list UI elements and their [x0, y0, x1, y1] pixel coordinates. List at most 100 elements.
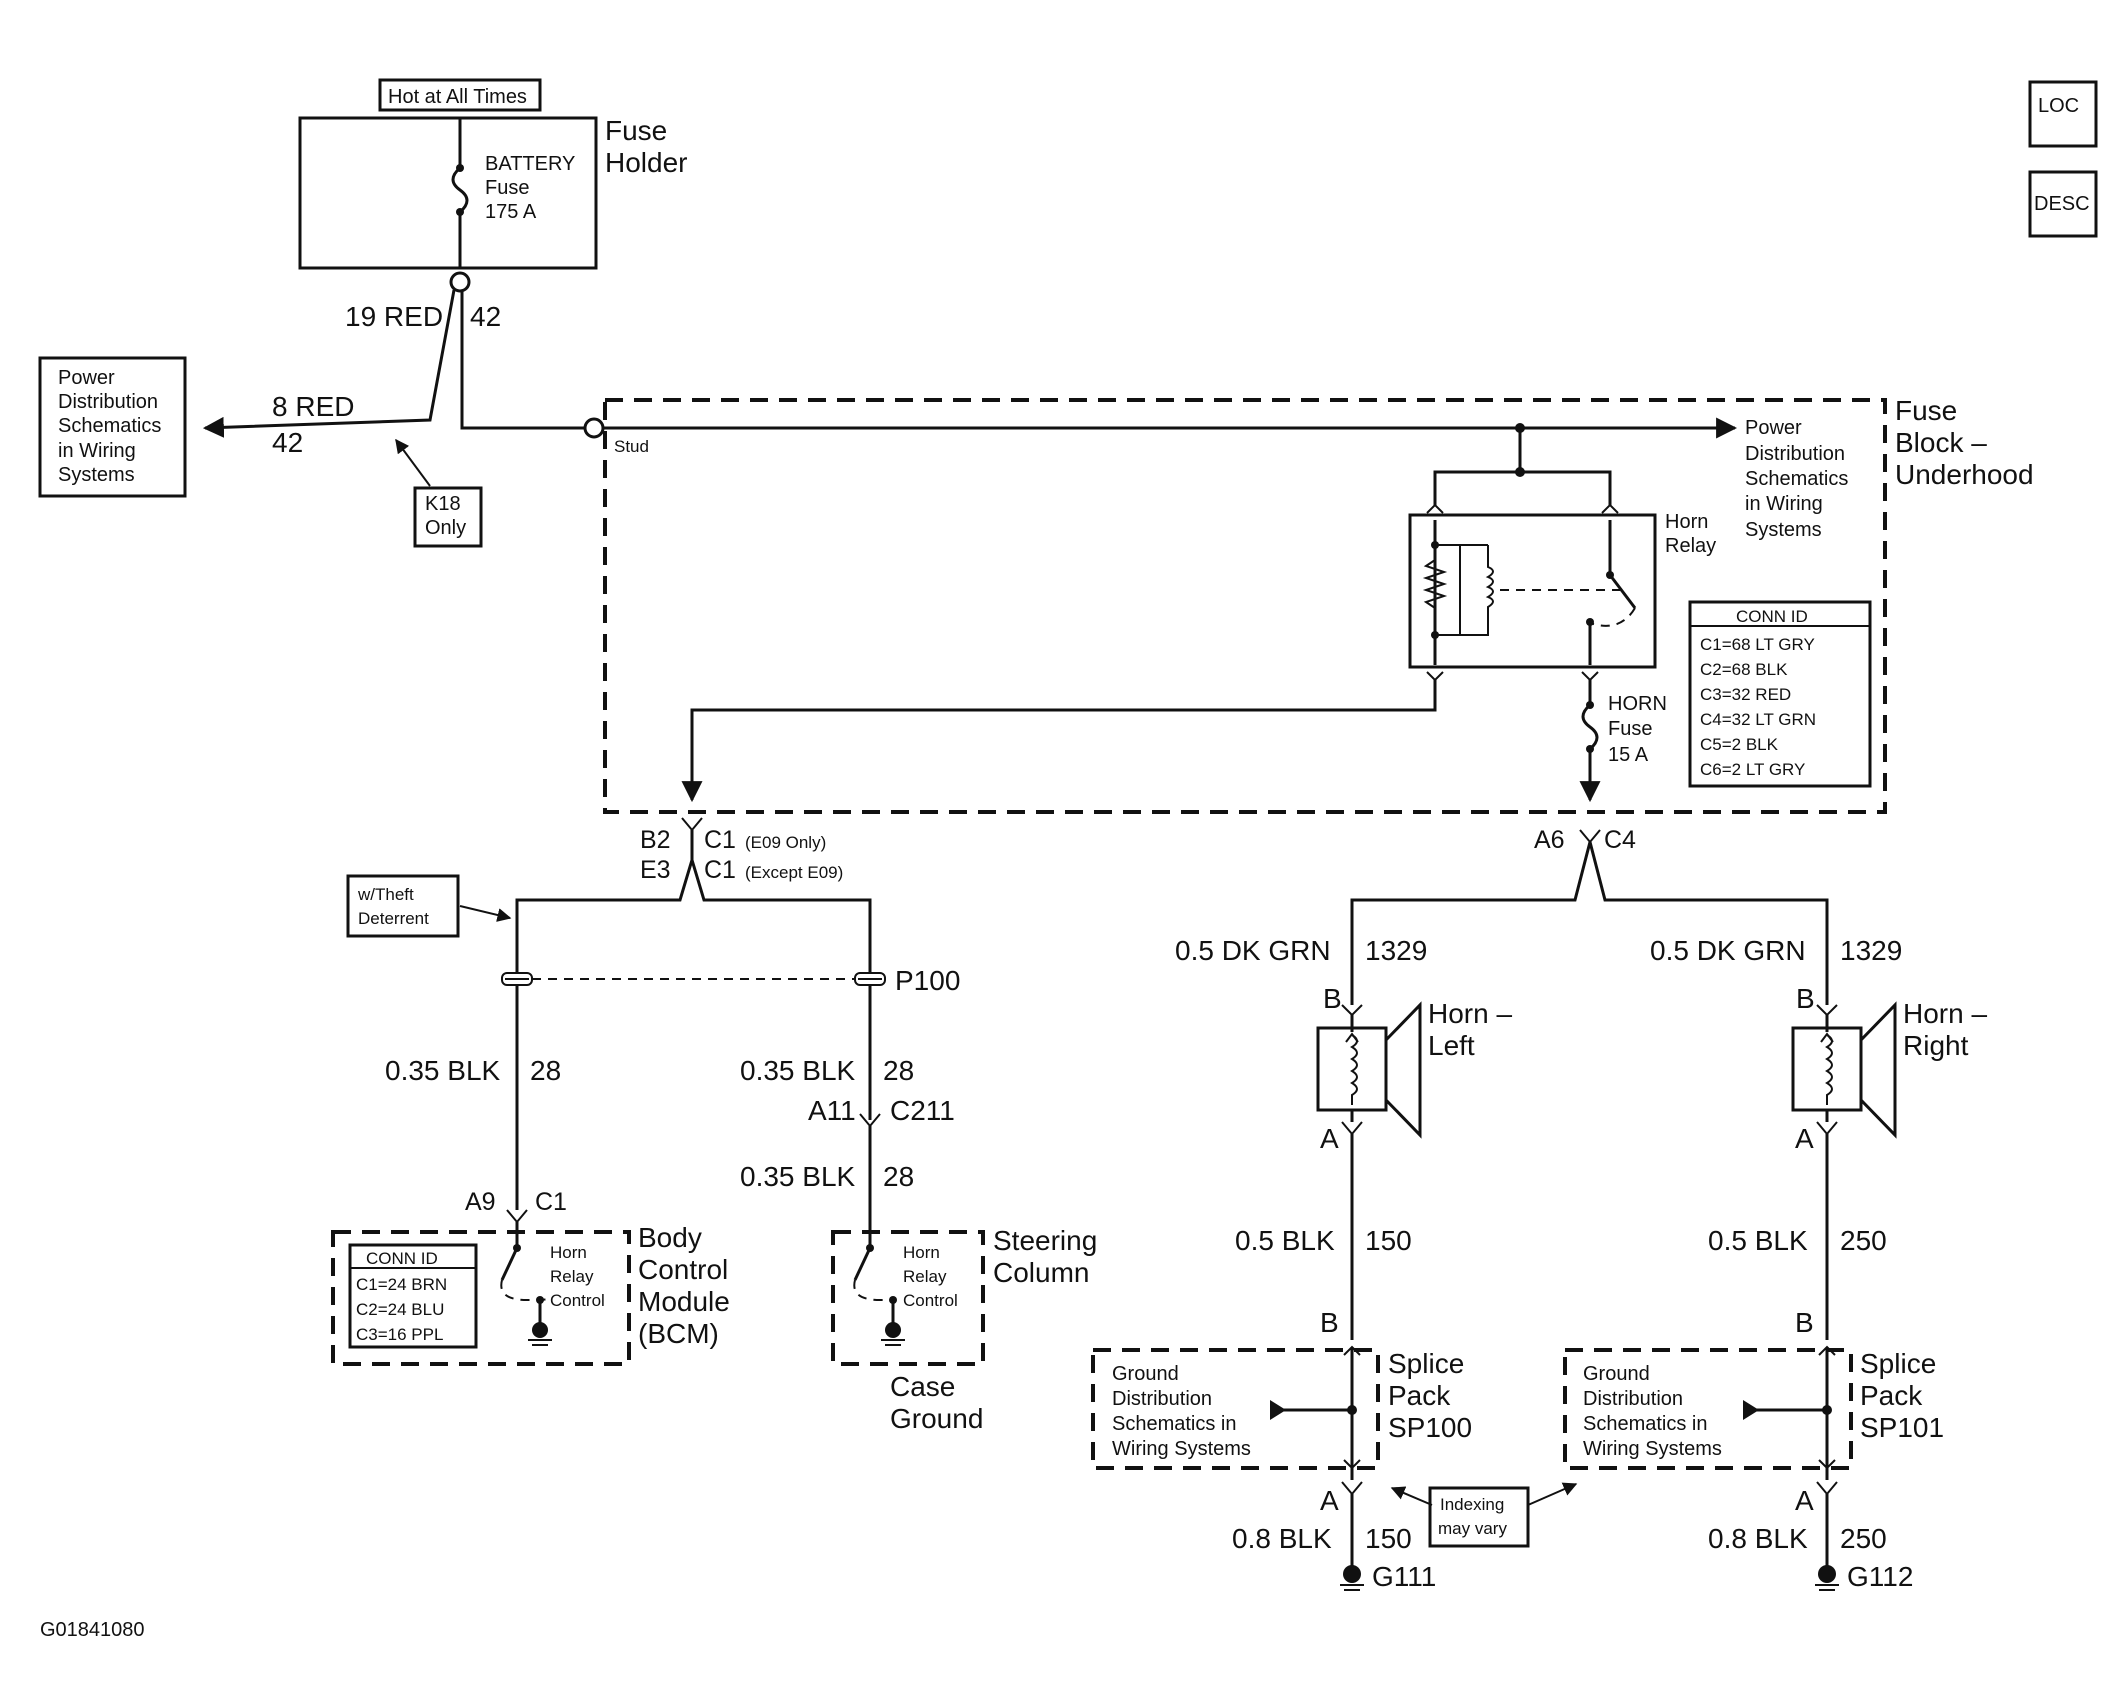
- ground-dist-right-line2: Distribution: [1583, 1388, 1683, 1410]
- power-left-line2: Distribution: [58, 391, 158, 413]
- note-except-e09: (Except E09): [745, 863, 843, 882]
- loc-icon[interactable]: LOC: [2028, 80, 2098, 148]
- splice-right-pin-b: B: [1795, 1307, 1814, 1338]
- indexing-note: Indexing may vary: [1390, 1482, 1578, 1548]
- wire-05-dk-grn: 0.5 DK GRN: [1175, 935, 1331, 966]
- pin-a11: A11: [808, 1095, 856, 1126]
- relay-coil-icon: [1460, 545, 1494, 636]
- horn-fuse-label: HORN: [1608, 693, 1667, 715]
- wire-250: 250: [1840, 1523, 1887, 1554]
- horn-left-name: Horn –: [1428, 998, 1512, 1029]
- case-ground-label: Case: [890, 1371, 955, 1402]
- note-e09-only: (E09 Only): [745, 833, 826, 852]
- power-left-line5: Systems: [58, 464, 135, 486]
- horn-left-icon: [1384, 1001, 1422, 1139]
- k18-only-note: K18 Only: [395, 438, 483, 548]
- case-ground-icon: [885, 1322, 901, 1338]
- pin-a9: A9: [465, 1188, 496, 1216]
- horn-fuse-icon: [1581, 703, 1599, 751]
- fuse-holder-name: Fuse: [605, 115, 667, 146]
- wire-150: 150: [1365, 1225, 1412, 1256]
- fuse-block-conn-id-table: CONN ID C1=68 LT GRY C2=68 BLK C3=32 RED…: [1688, 600, 1872, 788]
- bcm-ctrl-label-2: Relay: [550, 1267, 594, 1286]
- fuse-block-name-2: Block –: [1895, 427, 1987, 458]
- fuse-block-name: Fuse: [1895, 395, 1957, 426]
- splice-left-name-3: SP100: [1388, 1412, 1472, 1443]
- k18-line2: Only: [425, 517, 466, 539]
- splice-left-name-2: Pack: [1388, 1380, 1451, 1411]
- horn-right-pin-a: A: [1795, 1123, 1814, 1154]
- body-control-module: CONN ID C1=24 BRN C2=24 BLU C3=16 PPL Ho…: [331, 1222, 730, 1366]
- wire-035-blk: 0.35 BLK: [385, 1055, 501, 1086]
- bcm-ctrl-label-3: Control: [550, 1291, 605, 1310]
- splice-left-name: Splice: [1388, 1348, 1464, 1379]
- case-ground-label-2: Ground: [890, 1403, 983, 1434]
- conn-id-item: C4=32 LT GRN: [1700, 710, 1816, 729]
- power-right-line4: in Wiring: [1745, 493, 1823, 515]
- wire-035-blk: 0.35 BLK: [740, 1161, 856, 1192]
- horn-fuse-rating: 15 A: [1608, 744, 1649, 766]
- horn-right-name-2: Right: [1903, 1030, 1969, 1061]
- indexing-line2: may vary: [1438, 1519, 1507, 1538]
- bcm-ctrl-label: Horn: [550, 1243, 587, 1262]
- wire-28: 28: [530, 1055, 561, 1086]
- theft-deterrent-note: w/Theft Deterrent: [346, 874, 512, 938]
- loc-label: LOC: [2038, 95, 2079, 117]
- fuse-holder-name-2: Holder: [605, 147, 687, 178]
- k18-line1: K18: [425, 493, 461, 515]
- power-left-line3: Schematics: [58, 415, 161, 437]
- theft-line1: w/Theft: [357, 885, 414, 904]
- pin-a6: A6: [1534, 826, 1565, 854]
- power-right-line1: Power: [1745, 417, 1802, 439]
- conn-id-item: C5=2 BLK: [1700, 735, 1779, 754]
- steering-switch-icon: [853, 1247, 872, 1281]
- horn-left-pin-b: B: [1323, 983, 1342, 1014]
- connector-c4: C4: [1604, 826, 1636, 854]
- figure-code: G01841080: [40, 1619, 145, 1641]
- bcm-ground-icon: [532, 1322, 548, 1338]
- horn-relay-label-2: Relay: [1665, 535, 1716, 557]
- horn-relay: Horn Relay: [1408, 503, 1716, 682]
- wire-28: 28: [883, 1161, 914, 1192]
- ground-g111-icon: [1343, 1565, 1361, 1583]
- bcm-conn-id-item: C1=24 BRN: [356, 1275, 447, 1294]
- ground-dist-left-line1: Ground: [1112, 1363, 1179, 1385]
- stud-terminal: [583, 417, 605, 439]
- horn-fuse: HORN Fuse 15 A: [1579, 680, 1667, 803]
- stud-label: Stud: [614, 437, 649, 456]
- bcm-conn-id-item: C2=24 BLU: [356, 1300, 444, 1319]
- ground-dist-right-line4: Wiring Systems: [1583, 1438, 1722, 1460]
- ground-dist-left-line2: Distribution: [1112, 1388, 1212, 1410]
- horn-right-pin-b: B: [1796, 983, 1815, 1014]
- steering-ctrl-label-2: Relay: [903, 1267, 947, 1286]
- ground-dist-left-line4: Wiring Systems: [1112, 1438, 1251, 1460]
- splice-left-pin-a: A: [1320, 1485, 1339, 1516]
- splice-right-name-3: SP101: [1860, 1412, 1944, 1443]
- splice-right-pin-a: A: [1795, 1485, 1814, 1516]
- steering-name: Steering: [993, 1225, 1097, 1256]
- hot-at-all-times-label: Hot at All Times: [388, 86, 527, 108]
- splice-right-name-2: Pack: [1860, 1380, 1923, 1411]
- battery-fuse-label: BATTERY: [485, 153, 575, 175]
- wire-19-red: 19 RED: [345, 301, 443, 332]
- conn-id-item: C2=68 BLK: [1700, 660, 1788, 679]
- wire-28: 28: [883, 1055, 914, 1086]
- wire-8-red: 8 RED: [272, 391, 354, 422]
- wire-250: 250: [1840, 1225, 1887, 1256]
- desc-icon[interactable]: DESC: [2028, 170, 2098, 238]
- horn-right: 0.5 DK GRN 1329 B Horn – Right A 0.5 BLK…: [1563, 935, 1987, 1592]
- connector-bcm-c1: C1: [535, 1188, 567, 1216]
- wire-08-blk: 0.8 BLK: [1232, 1523, 1332, 1554]
- desc-label: DESC: [2034, 193, 2090, 215]
- wire-1329: 1329: [1365, 935, 1427, 966]
- splice-left-pin-b: B: [1320, 1307, 1339, 1338]
- fuse-block-name-3: Underhood: [1895, 459, 2034, 490]
- pin-e3: E3: [640, 856, 671, 884]
- indexing-line1: Indexing: [1440, 1495, 1504, 1514]
- wire-1329: 1329: [1840, 935, 1902, 966]
- battery-fuse-rating: 175 A: [485, 201, 537, 223]
- conn-id-item: C3=32 RED: [1700, 685, 1791, 704]
- bcm-switch-icon: [500, 1247, 519, 1281]
- relay-switch-icon: [1608, 574, 1637, 609]
